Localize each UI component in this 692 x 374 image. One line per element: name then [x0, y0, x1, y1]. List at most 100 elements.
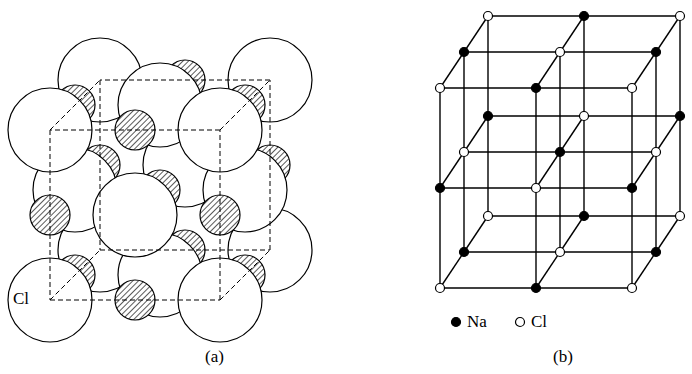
cl-site — [676, 12, 685, 21]
legend-text: Cl — [531, 313, 547, 330]
lattice-line — [560, 251, 656, 252]
lattice-line — [632, 52, 656, 88]
na-site — [460, 248, 469, 257]
lattice-line — [463, 152, 464, 252]
na-site — [628, 184, 637, 193]
lattice-line — [464, 251, 560, 252]
lattice-line — [655, 52, 656, 152]
na-site — [436, 184, 445, 193]
cl-site — [460, 148, 469, 157]
cell-edge — [50, 130, 220, 131]
lattice-line — [559, 152, 560, 252]
cl-site — [628, 84, 637, 93]
legend-item: Cl — [514, 313, 547, 330]
lattice-line — [632, 152, 656, 188]
cl-site — [628, 284, 637, 293]
lattice-line — [536, 152, 560, 188]
lattice-line — [440, 252, 464, 288]
na-site — [532, 84, 541, 93]
na-site — [484, 112, 493, 121]
lattice-line — [536, 187, 632, 188]
lattice-line — [440, 87, 536, 88]
na-site — [532, 284, 541, 293]
lattice-line — [656, 116, 680, 152]
lattice-line — [487, 116, 488, 216]
lattice-line — [439, 88, 440, 188]
cl-site — [676, 212, 685, 221]
cell-edge — [50, 80, 100, 130]
panel-label: Cl — [12, 290, 30, 307]
lattice-line — [439, 188, 440, 288]
cell-edge — [50, 250, 100, 300]
cell-edge — [100, 80, 101, 250]
cl-site — [532, 184, 541, 193]
lattice-line — [487, 16, 488, 116]
cell-edge — [100, 250, 270, 251]
lattice-line — [440, 52, 464, 88]
lattice-line — [464, 16, 488, 52]
lattice-line — [583, 16, 584, 116]
lattice-line — [535, 188, 536, 288]
lattice-line — [583, 116, 584, 216]
cl-site — [580, 112, 589, 121]
lattice-line — [440, 152, 464, 188]
lattice-line — [559, 52, 560, 152]
lattice-line — [536, 52, 560, 88]
na-site — [460, 48, 469, 57]
cl-sphere — [93, 173, 177, 257]
lattice-line — [560, 116, 584, 152]
na-site — [676, 112, 685, 121]
lattice-line — [536, 252, 560, 288]
na-site — [652, 248, 661, 257]
cl-site — [484, 212, 493, 221]
na-site — [652, 48, 661, 57]
lattice-line — [560, 216, 584, 252]
panel-label: (a) — [204, 348, 225, 365]
lattice-line — [464, 216, 488, 252]
lattice-line — [560, 16, 584, 52]
cell-edge — [270, 80, 271, 250]
cl-site — [484, 12, 493, 21]
lattice-line — [655, 152, 656, 252]
legend-swatch — [450, 316, 462, 328]
cell-edge — [50, 300, 220, 301]
cell-edge — [220, 250, 270, 300]
sphere-packing — [8, 38, 312, 342]
legend-text: Na — [467, 313, 487, 330]
legend-symbol — [452, 317, 461, 326]
lattice-line — [535, 88, 536, 188]
lattice-line — [584, 15, 680, 16]
lattice-line — [536, 287, 632, 288]
lattice — [436, 12, 685, 293]
lattice-line — [656, 16, 680, 52]
legend-item: Na — [450, 313, 487, 330]
cell-edge — [220, 80, 270, 130]
lattice-line — [679, 16, 680, 116]
lattice-line — [464, 51, 560, 52]
lattice-line — [464, 116, 488, 152]
cl-site — [556, 48, 565, 57]
na-site — [580, 12, 589, 21]
lattice-line — [440, 287, 536, 288]
lattice-line — [631, 88, 632, 188]
lattice-line — [679, 116, 680, 216]
panel-label: (b) — [552, 348, 574, 365]
lattice-line — [463, 52, 464, 152]
cell-edge — [220, 130, 221, 300]
na-site — [580, 212, 589, 221]
lattice-line — [656, 216, 680, 252]
lattice-line — [560, 51, 656, 52]
legend-symbol — [516, 317, 525, 326]
lattice-line — [536, 87, 632, 88]
lattice-line — [560, 151, 656, 152]
lattice-line — [488, 15, 584, 16]
na-site — [556, 148, 565, 157]
lattice-line — [632, 252, 656, 288]
cl-site — [436, 84, 445, 93]
legend-swatch — [514, 316, 526, 328]
lattice-line — [464, 151, 560, 152]
cl-site — [652, 148, 661, 157]
